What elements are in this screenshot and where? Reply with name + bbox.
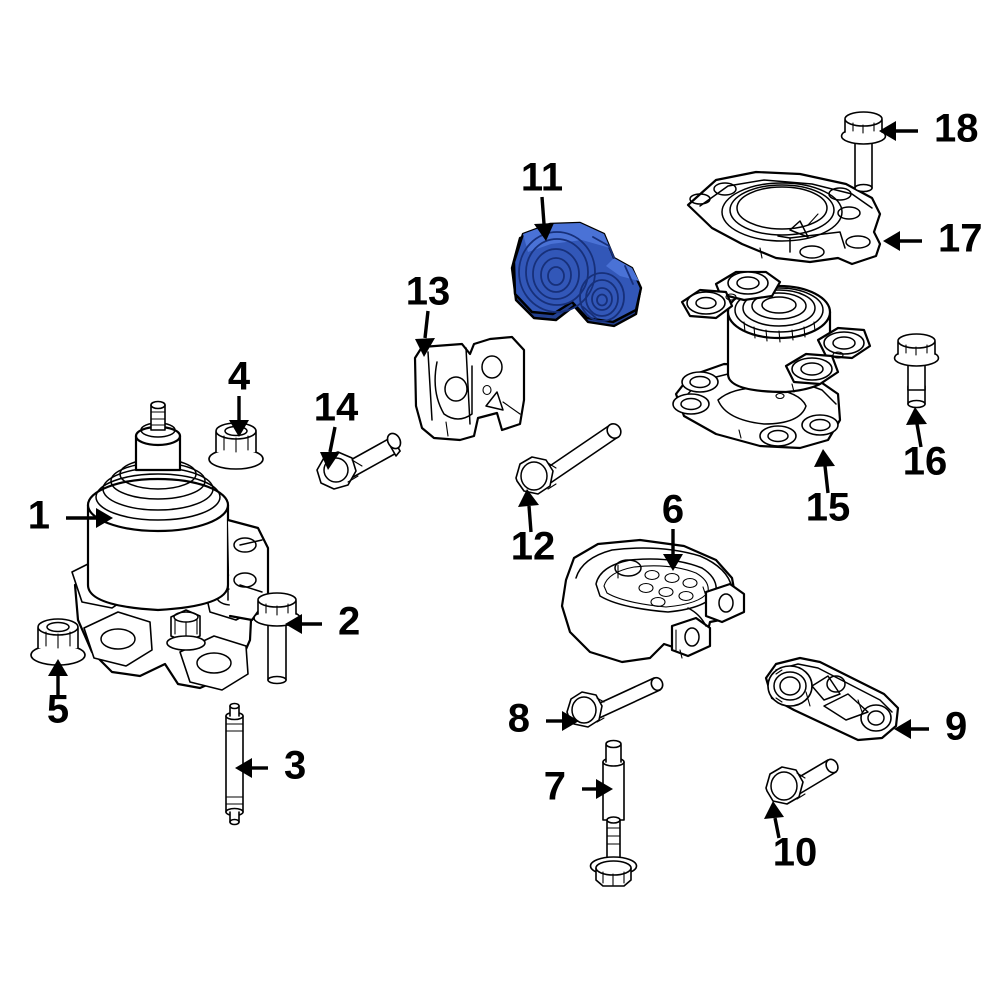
callout-label-16: 16 — [903, 440, 948, 484]
callout-leaders — [48, 121, 929, 839]
part-transmission-mount-bushing-bracket[interactable] — [510, 221, 643, 328]
callout-label-7: 7 — [544, 765, 566, 809]
part-mount-bolt[interactable] — [253, 592, 301, 685]
callout-label-4: 4 — [228, 355, 251, 399]
callout-label-12: 12 — [511, 525, 556, 569]
part-mount-bolt-long[interactable] — [515, 421, 624, 495]
callout-label-13: 13 — [406, 270, 451, 314]
part-retainer-plate-bolt[interactable] — [840, 111, 887, 193]
callout-label-14: 14 — [314, 386, 359, 430]
part-mount-flange-nut-lower[interactable] — [30, 618, 86, 666]
callout-label-9: 9 — [945, 705, 967, 749]
callout-label-6: 6 — [662, 488, 684, 532]
callout-label-17: 17 — [938, 217, 983, 261]
part-transmission-mount-bracket[interactable] — [672, 270, 872, 450]
callout-label-3: 3 — [284, 744, 306, 788]
part-engine-mount-assembly[interactable] — [71, 400, 270, 691]
part-mount-flange-nut-upper[interactable] — [208, 422, 264, 470]
callout-label-5: 5 — [47, 688, 69, 732]
callout-label-18: 18 — [934, 107, 979, 151]
part-short-bolt[interactable] — [316, 431, 403, 490]
part-bracket-bolt[interactable] — [893, 333, 940, 409]
callout-label-2: 2 — [338, 600, 360, 644]
callout-label-10: 10 — [773, 831, 818, 875]
callout-label-11: 11 — [521, 156, 563, 200]
part-mount-retainer-plate[interactable] — [686, 170, 882, 266]
part-transmission-mount[interactable] — [560, 538, 746, 664]
part-through-bolt-long[interactable] — [589, 739, 638, 887]
part-torque-strut-rod[interactable] — [764, 656, 900, 742]
callout-label-15: 15 — [806, 486, 851, 530]
callout-label-8: 8 — [508, 697, 530, 741]
part-mount-support-bracket[interactable] — [413, 335, 526, 442]
callout-numbers: 1 2 3 4 5 6 7 8 9 10 11 12 13 14 15 16 1… — [28, 107, 983, 875]
part-torque-strut-bolt[interactable] — [566, 676, 665, 728]
part-torque-strut-bolt-rear[interactable] — [765, 757, 840, 805]
callout-label-1: 1 — [28, 494, 50, 538]
part-mount-stud[interactable] — [225, 702, 244, 826]
